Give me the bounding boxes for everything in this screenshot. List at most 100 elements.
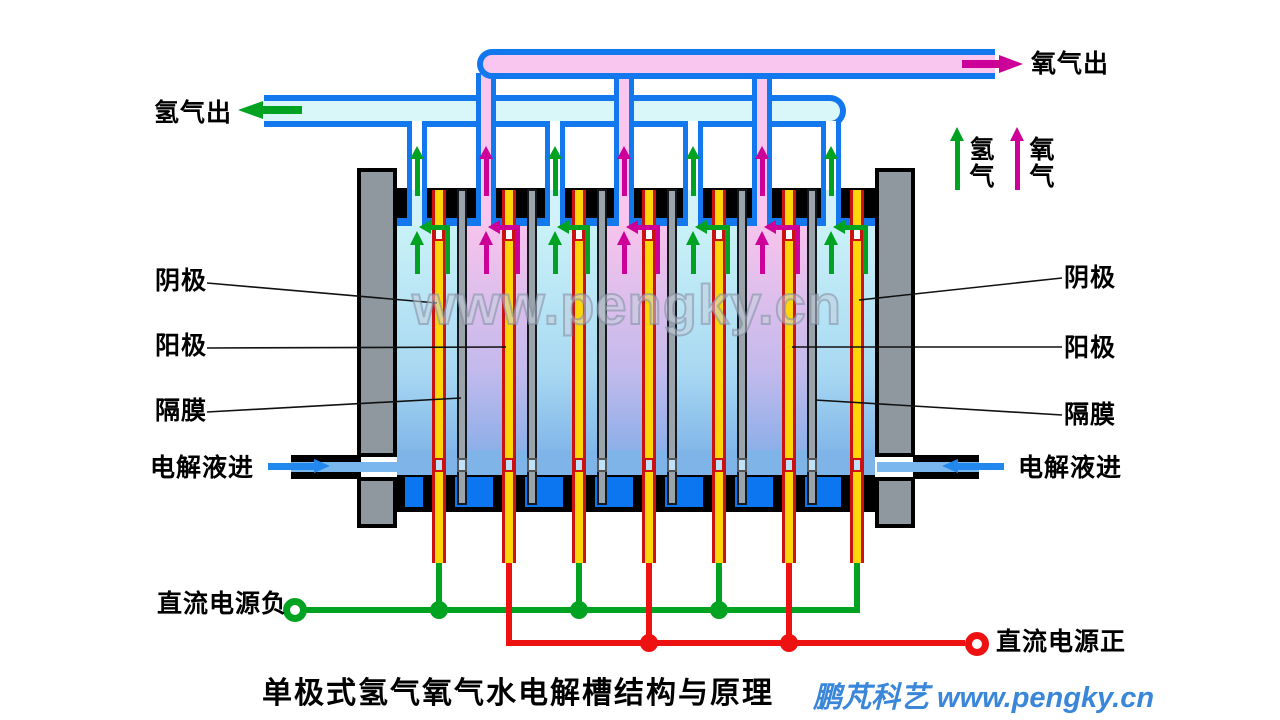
riser-gas-arrow-shaft — [552, 158, 558, 196]
oxygen-out-arrow-head — [999, 55, 1023, 73]
cell-gas-elbow-head — [419, 220, 431, 234]
electrode-bottom-port — [574, 458, 584, 472]
riser-gas-arrow-head — [754, 146, 769, 159]
positive-wire-drop — [646, 563, 652, 646]
inlet-pipe-right-wall-bottom — [913, 472, 979, 479]
electrode-bottom-port — [852, 458, 862, 472]
cathode-electrode — [712, 190, 726, 563]
cell-gas-elbow-vertical — [515, 225, 520, 274]
cell-gas-elbow-head — [695, 220, 707, 234]
inlet-arrow-right-head — [942, 459, 958, 473]
inlet-pipe-left-wall-top — [291, 455, 361, 462]
positive-wire-drop — [506, 563, 512, 646]
label-dc-negative: 直流电源负 — [157, 590, 288, 618]
cell-gas-elbow-head — [764, 220, 776, 234]
cell-gas-arrow-shaft — [483, 244, 489, 274]
cell-gas-elbow-horizontal — [775, 225, 800, 230]
inlet-band-end-block-left — [397, 477, 405, 507]
cell-gas-elbow-horizontal — [706, 225, 730, 230]
right-end-wall-lower — [875, 477, 915, 528]
cell-gas-arrow-head — [823, 231, 838, 245]
oxygen-riser — [476, 73, 496, 190]
lid-gas-slot-core — [688, 186, 698, 226]
positive-bus-wire — [506, 640, 965, 646]
label-dc-positive: 直流电源正 — [996, 628, 1127, 656]
lid-gas-slot-core — [550, 186, 560, 226]
legend-hydrogen-arrow-shaft — [955, 140, 960, 190]
inlet-arrow-left-shaft — [268, 463, 314, 470]
oxygen-out-arrow-shaft — [962, 60, 1000, 68]
cell-gas-elbow-vertical — [725, 225, 730, 274]
cell-gas-arrow-head — [409, 231, 424, 245]
positive-junction-dot — [780, 634, 798, 652]
inlet-pipe-right-bore — [877, 462, 979, 472]
anode-electrode — [502, 190, 516, 563]
right-end-wall-upper — [875, 168, 915, 457]
electrode-bottom-port — [784, 458, 794, 472]
cell-gas-arrow-shaft — [552, 244, 558, 274]
tank-lid — [397, 188, 875, 218]
riser-gas-arrow-shaft — [414, 158, 420, 196]
cell-gas-arrow-shaft — [690, 244, 696, 274]
riser-gas-arrow-shaft — [483, 158, 489, 196]
cathode-electrode — [572, 190, 586, 563]
legend-oxygen-arrow-shaft — [1015, 140, 1020, 190]
cell-gas-arrow-head — [685, 231, 700, 245]
lid-gas-slot-core — [757, 186, 767, 226]
electrode-bottom-port — [644, 458, 654, 472]
cell-gas-arrow-shaft — [414, 244, 420, 274]
diaphragm-bottom-port — [457, 458, 467, 472]
credit-watermark: 鹏芃科艺 www.pengky.cn — [813, 682, 1155, 714]
diaphragm-bottom-port — [737, 458, 747, 472]
cell-gas-arrow-head — [616, 231, 631, 245]
cell-gas-elbow-horizontal — [568, 225, 590, 230]
diaphragm-bottom-port — [527, 458, 537, 472]
cathode-electrode — [432, 190, 446, 563]
label-anode-right: 阳极 — [1064, 334, 1117, 362]
lid-gas-slot-core — [619, 186, 629, 226]
anode-electrode — [782, 190, 796, 563]
diaphragm — [597, 189, 607, 505]
oxygen-manifold — [477, 49, 995, 79]
oxygen-riser — [752, 73, 772, 190]
lid-gas-slot-core — [481, 186, 491, 226]
hydrogen-out-arrow-shaft — [262, 106, 302, 114]
riser-gas-arrow-head — [685, 146, 700, 159]
legend-hydrogen-arrow-head — [950, 127, 964, 141]
diaphragm — [527, 189, 537, 505]
legend-hydrogen-label: 氢气 — [966, 136, 994, 190]
negative-wire-drop — [576, 563, 582, 610]
cathode-electrode — [850, 190, 864, 563]
center-watermark: www.pengky.cn — [411, 272, 842, 337]
electrode-bottom-port — [504, 458, 514, 472]
dc-negative-terminal — [283, 598, 307, 622]
left-end-wall-lower — [357, 477, 397, 528]
cell-gas-elbow-vertical — [863, 225, 868, 274]
tank-bottom-edge — [397, 507, 875, 512]
diaphragm — [667, 189, 677, 505]
cell-gas-elbow-horizontal — [844, 225, 868, 230]
positive-junction-dot — [640, 634, 658, 652]
cell-gas-arrow-head — [754, 231, 769, 245]
inlet-pipe-left-wall-bottom — [291, 472, 361, 479]
dc-positive-terminal — [965, 632, 989, 656]
inlet-band-end-block-right — [867, 477, 875, 507]
label-oxygen-out: 氧气出 — [1031, 50, 1110, 78]
cell-gas-elbow-head — [626, 220, 638, 234]
diagram-title: 单极式氢气氧气水电解槽结构与原理 — [262, 677, 774, 710]
cell-gas-elbow-head — [557, 220, 569, 234]
electrode-bottom-port — [714, 458, 724, 472]
riser-gas-arrow-head — [409, 146, 424, 159]
cell-gas-elbow-vertical — [795, 225, 800, 274]
cell-gas-arrow-head — [478, 231, 493, 245]
negative-junction-dot — [430, 601, 448, 619]
legend-oxygen-arrow-head — [1010, 127, 1024, 141]
riser-gas-arrow-head — [823, 146, 838, 159]
oxygen-riser — [614, 73, 634, 190]
inlet-arrow-right-shaft — [958, 463, 1004, 470]
electrolyte-bottom-channel — [397, 450, 875, 477]
electrode-bottom-port — [434, 458, 444, 472]
label-diaphragm-right: 隔膜 — [1064, 401, 1117, 429]
cell-gas-elbow-horizontal — [637, 225, 660, 230]
